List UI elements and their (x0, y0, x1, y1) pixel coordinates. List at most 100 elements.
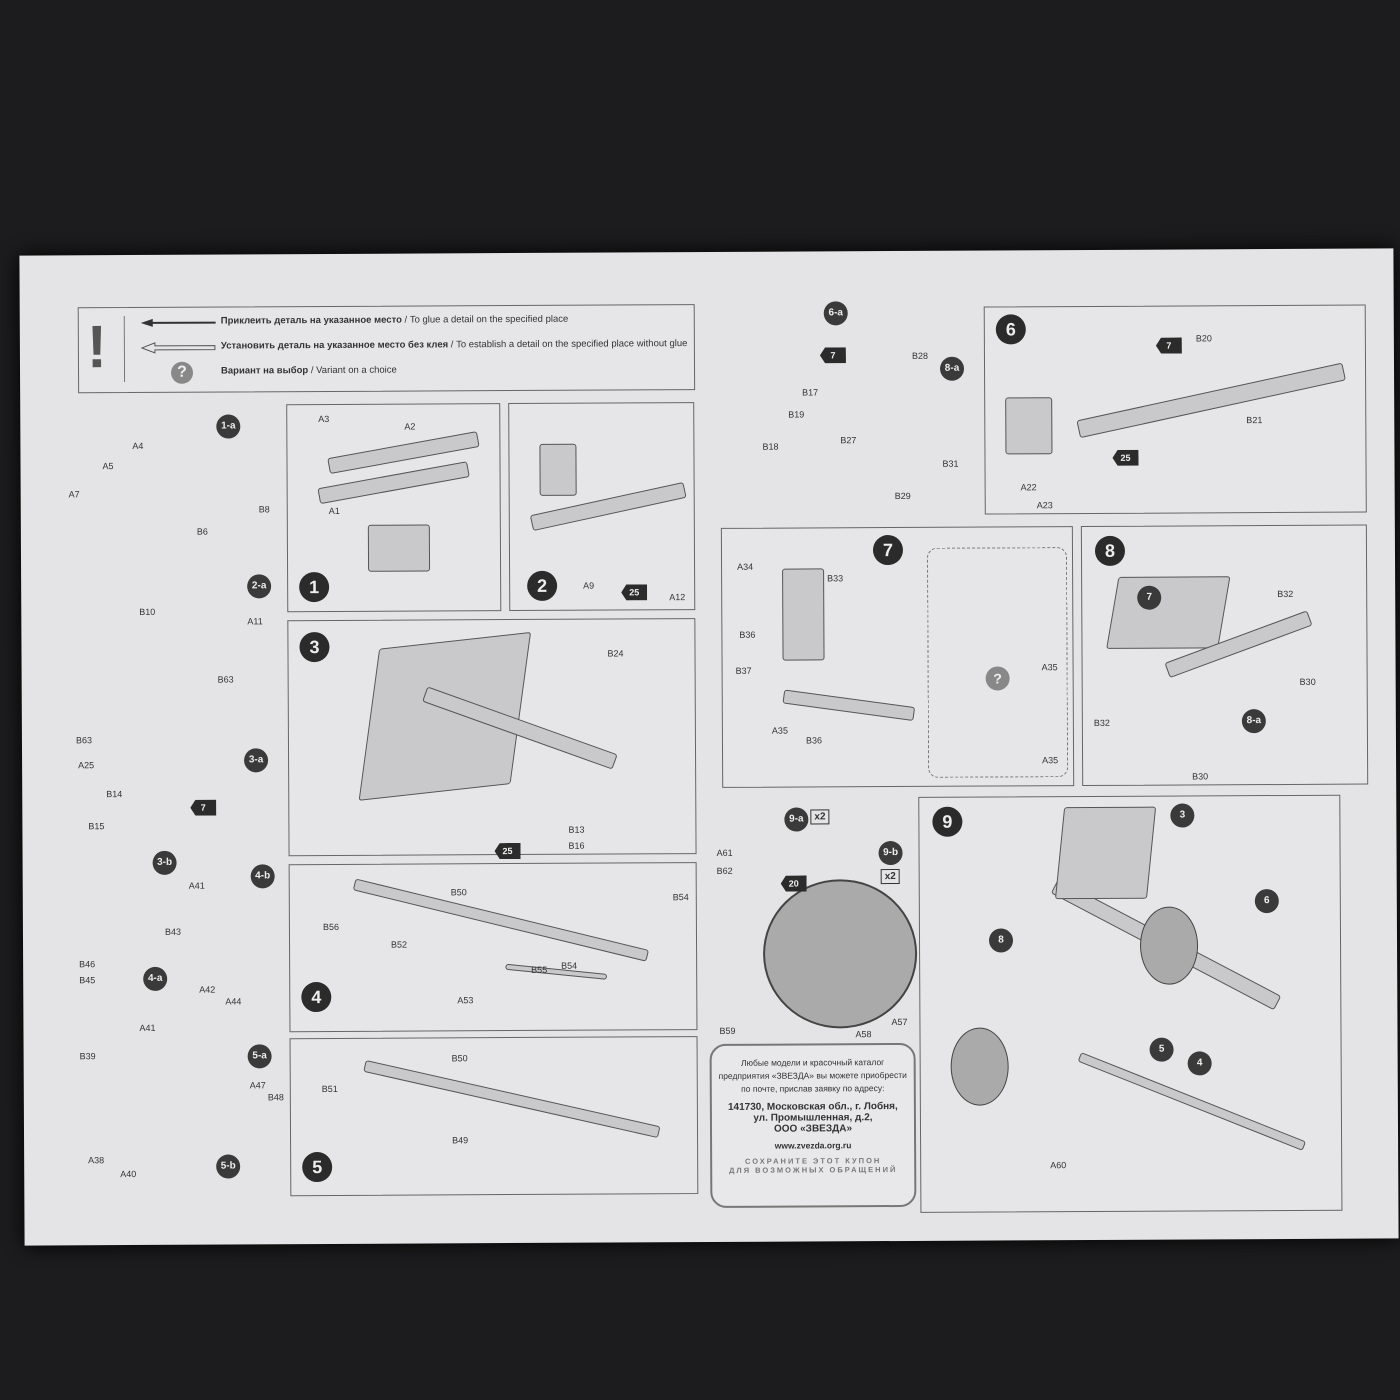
legend-noglue: Установить деталь на указанное место без… (221, 338, 688, 351)
part-label: A40 (120, 1169, 137, 1180)
part-label: B63 (75, 735, 92, 746)
coupon-address: ООО «ЗВЕЗДА» (773, 1123, 853, 1135)
coupon-save: ДЛЯ ВОЗМОЖНЫХ ОБРАЩЕНИЙ (729, 1165, 898, 1175)
variant-question-icon: ? (985, 666, 1010, 691)
part-label: B56 (322, 921, 339, 933)
part-label: A42 (199, 984, 216, 995)
part-label: B36 (805, 735, 823, 746)
part-label: B18 (762, 441, 779, 452)
step-number-6: 6 (995, 314, 1026, 345)
part-label: A60 (1050, 1160, 1067, 1171)
part-label: B39 (79, 1051, 96, 1062)
assembly-ref-3: 3 (1170, 803, 1195, 828)
paint-code: 7 (1156, 338, 1182, 354)
assembly-ref-5: 5 (1149, 1037, 1174, 1062)
part-label: B15 (88, 821, 105, 832)
part-label: B59 (719, 1025, 736, 1036)
step-number-8: 8 (1094, 535, 1126, 566)
part-label: A11 (247, 616, 263, 627)
paint-code: 25 (1112, 450, 1138, 466)
part-label: A34 (737, 561, 754, 572)
substep-6a: 6-a (823, 301, 848, 326)
step-7-ref: 7 (1137, 585, 1162, 610)
part-label: B16 (568, 840, 585, 851)
part-label: A9 (583, 580, 595, 591)
step-number-3: 3 (299, 631, 330, 663)
step-number-2: 2 (527, 570, 558, 601)
substep-8a-ref: 8-a (1241, 709, 1266, 734)
part-label: A44 (225, 996, 242, 1007)
part-label: A61 (716, 847, 733, 858)
quantity-x2: x2 (810, 809, 830, 825)
substep-1a: 1-a (216, 414, 241, 439)
part-label: B45 (79, 975, 96, 986)
quantity-x2: x2 (880, 869, 900, 885)
paint-code: 25 (495, 843, 521, 859)
exclamation-icon: ! (86, 313, 108, 381)
coupon-line: Любые модели и красочный каталог (741, 1057, 885, 1068)
part-label: B55 (531, 964, 548, 975)
part-label: A35 (1041, 662, 1058, 673)
no-glue-arrow-icon (140, 342, 216, 354)
step-6-box (983, 304, 1367, 515)
glue-arrow-icon (140, 318, 216, 327)
step-3-box (287, 618, 697, 857)
question-icon: ? (170, 361, 194, 384)
substep-3b: 3-b (152, 850, 177, 875)
substep-5a: 5-a (247, 1044, 272, 1069)
legend-noglue-ru: Установить деталь на указанное место без… (220, 339, 449, 352)
part-label: A35 (771, 725, 788, 736)
part-label: B46 (79, 959, 96, 970)
part-label: B54 (672, 892, 689, 903)
legend-glue: Приклеить деталь на указанное место / To… (221, 314, 569, 327)
part-label: A22 (1020, 482, 1037, 493)
part-label: A12 (669, 592, 686, 603)
assembly-ref-6: 6 (1254, 889, 1279, 914)
part-label: B31 (942, 458, 959, 469)
instruction-sheet: ! ? Приклеить деталь на указанное место … (19, 248, 1399, 1246)
part-label: B63 (217, 674, 234, 685)
part-label: B28 (911, 350, 928, 361)
part-label: B14 (106, 789, 123, 800)
part-label: A25 (78, 760, 95, 771)
step-7-box (720, 526, 1075, 788)
substep-3a: 3-a (244, 748, 269, 773)
part-label: B62 (716, 865, 733, 876)
part-label: B51 (321, 1083, 338, 1095)
part-label: A57 (891, 1016, 908, 1028)
substep-5b: 5-b (216, 1154, 241, 1179)
step-4-box (288, 862, 698, 1033)
legend-noglue-en: / To establish a detail on the specified… (448, 338, 688, 351)
part-label: B29 (894, 490, 911, 502)
part-label: B20 (1195, 333, 1212, 344)
part-label: A38 (88, 1155, 105, 1166)
part-label: B19 (788, 409, 805, 420)
part-label: A2 (404, 421, 416, 432)
assembly-ref-4: 4 (1187, 1051, 1212, 1076)
coupon-url: www.zvezda.org.ru (774, 1140, 852, 1151)
part-label: A53 (457, 995, 474, 1006)
part-label: B33 (827, 573, 844, 584)
part-label: B10 (139, 606, 156, 617)
part-label: B32 (1093, 717, 1110, 728)
part-label: A35 (1042, 755, 1059, 766)
part-label: B49 (452, 1135, 469, 1146)
divider (123, 316, 126, 383)
part-label: B27 (840, 435, 857, 446)
part-label: A41 (188, 880, 205, 891)
step-9-box (918, 794, 1343, 1213)
substep-9a: 9-a (784, 807, 809, 832)
part-label: B13 (568, 824, 585, 835)
part-label: B32 (1277, 588, 1294, 600)
legend-variant-en: / Variant on a choice (308, 364, 397, 377)
part-label: B24 (607, 648, 624, 659)
paint-code: 7 (190, 800, 216, 816)
paint-code: 25 (621, 584, 647, 600)
part-label: B17 (802, 387, 819, 398)
legend-variant-ru: Вариант на выбор (220, 365, 309, 377)
part-label: B50 (451, 1053, 468, 1064)
part-label: A47 (249, 1080, 266, 1091)
part-label: B30 (1192, 771, 1209, 782)
substep-9b: 9-b (878, 840, 903, 866)
legend-glue-ru: Приклеить деталь на указанное место (220, 314, 402, 327)
